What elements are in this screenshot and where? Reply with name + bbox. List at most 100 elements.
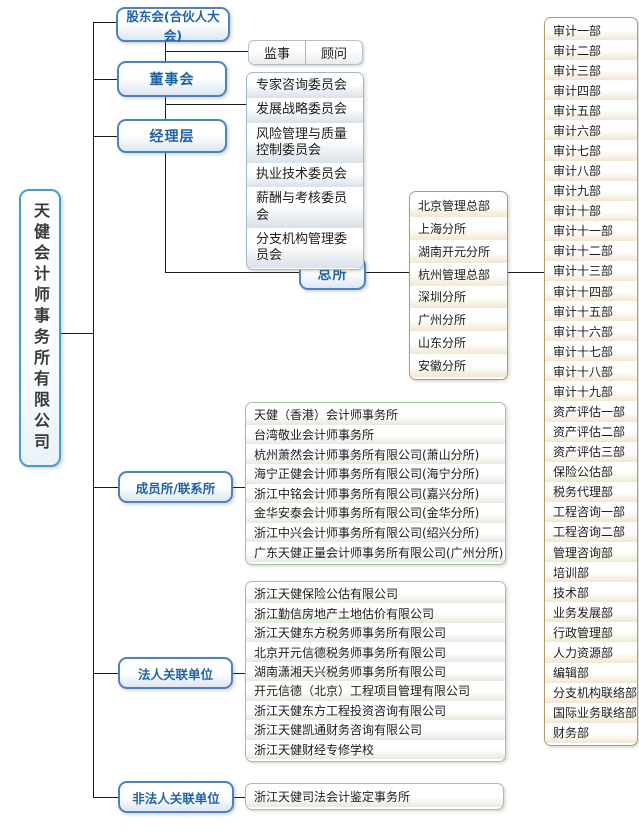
legal-affiliate-item: 浙江天健保险公估有限公司 (246, 584, 505, 604)
company-root-node: 天健会计师事务所有限公司 (19, 189, 61, 467)
committee-item: 分支机构管理委员会 (247, 227, 363, 269)
legal-affiliates-node: 法人关联单位 (118, 657, 233, 689)
department-item: 业务发展部 (545, 602, 637, 623)
department-item: 工程咨询二部 (545, 521, 637, 543)
department-item: 资产评估一部 (545, 401, 637, 422)
department-item: 审计十部 (545, 200, 637, 221)
head-office-unit-item: 广州分所 (410, 308, 507, 332)
non-legal-affiliate-item: 浙江天健司法会计鉴定事务所 (246, 786, 503, 807)
department-item: 审计十二部 (545, 240, 637, 261)
department-item: 审计三部 (545, 60, 637, 81)
department-item: 审计十三部 (545, 260, 637, 282)
department-item: 财务部 (545, 722, 637, 743)
legal-affiliate-item: 浙江天健东方税务师事务所有限公司 (246, 622, 505, 643)
department-item: 编辑部 (545, 662, 637, 683)
connector-shareholders (93, 22, 117, 23)
department-item: 人力资源部 (545, 642, 637, 663)
department-item: 审计八部 (545, 160, 637, 181)
shareholders-label: 股东会(合伙人大会) (126, 8, 220, 43)
department-item: 审计六部 (545, 120, 637, 141)
head-office-unit-item: 深圳分所 (410, 285, 507, 309)
department-item: 审计四部 (545, 80, 637, 101)
legal-affiliate-item: 北京开元信德税务师事务所有限公司 (246, 642, 505, 662)
head-office-unit-item: 山东分所 (410, 331, 507, 355)
connector-board-mgmt (165, 97, 166, 120)
legal-affiliate-item: 开元信德（北京）工程项目管理有限公司 (246, 681, 505, 701)
department-item: 审计十八部 (545, 361, 637, 382)
member-firm-item: 浙江中铭会计师事务所有限公司(嘉兴分所) (246, 483, 505, 504)
committee-item: 风险管理与质量控制委员会 (247, 122, 363, 163)
member-firm-item: 海宁正健会计师事务所有限公司(海宁分所) (246, 463, 505, 484)
board-node: 董事会 (117, 61, 227, 97)
member-firms-label: 成员所/联系所 (135, 480, 216, 496)
non-legal-affiliates-label: 非法人关联单位 (132, 790, 220, 806)
department-item: 审计十四部 (545, 281, 637, 302)
department-item: 审计九部 (545, 180, 637, 201)
connector-units-departments (508, 272, 544, 273)
non-legal-affiliates-node: 非法人关联单位 (118, 781, 234, 813)
department-item: 保险公估部 (545, 461, 637, 482)
management-label: 经理层 (149, 129, 195, 145)
member-firms-node: 成员所/联系所 (118, 471, 233, 503)
supervisors-strip: 监事顾问 (248, 40, 363, 65)
committee-item: 发展战略委员会 (247, 98, 363, 123)
head-office-unit-item: 湖南开元分所 (410, 239, 507, 263)
legal-affiliate-item: 浙江天健财经专修学校 (246, 739, 505, 759)
supervisor-cell: 顾问 (305, 41, 362, 64)
head-office-unit-item: 安徽分所 (410, 354, 507, 377)
legal-affiliate-item: 浙江勤信房地产土地估价有限公司 (246, 603, 505, 623)
department-item: 管理咨询部 (545, 542, 637, 563)
connector-nonlegal-list (234, 797, 245, 798)
department-item: 技术部 (545, 582, 637, 603)
department-item: 行政管理部 (545, 622, 637, 643)
department-item: 审计十九部 (545, 381, 637, 402)
departments-list: 审计一部审计二部审计三部审计四部审计五部审计六部审计七部审计八部审计九部审计十部… (544, 17, 638, 746)
connector-supervisors (165, 51, 248, 52)
department-item: 审计一部 (545, 20, 637, 41)
department-item: 审计十五部 (545, 301, 637, 322)
department-item: 审计十七部 (545, 341, 637, 362)
head-office-label: 总所 (317, 266, 348, 283)
department-item: 审计十一部 (545, 220, 637, 241)
connector-member-firms (93, 487, 119, 488)
connector-management (93, 136, 118, 137)
shareholders-node: 股东会(合伙人大会) (116, 7, 230, 43)
connector-nonlegal (93, 797, 119, 798)
member-firm-item: 天健（香港）会计师事务所 (246, 405, 505, 425)
member-firm-item: 浙江中兴会计师事务所有限公司(绍兴分所) (246, 522, 505, 543)
head-office-unit-item: 杭州管理总部 (410, 262, 507, 286)
department-item: 审计二部 (545, 40, 637, 61)
board-label: 董事会 (149, 72, 195, 88)
committee-item: 执业技术委员会 (247, 163, 363, 188)
connector-legal-list (233, 673, 245, 674)
head-office-unit-item: 北京管理总部 (410, 194, 507, 217)
supervisor-cell: 监事 (263, 47, 290, 62)
connector-legal (93, 673, 119, 674)
connector-share-board (165, 42, 166, 62)
member-firm-item: 杭州萧然会计师事务所有限公司(萧山分所) (246, 444, 505, 464)
department-item: 资产评估二部 (545, 421, 637, 442)
committees-list: 专家咨询委员会发展战略委员会风险管理与质量控制委员会执业技术委员会薪酬与考核委员… (246, 72, 364, 271)
connector-trunk (93, 22, 94, 798)
legal-affiliate-item: 湖南潇湘天兴税务师事务所有限公司 (246, 661, 505, 682)
committee-item: 专家咨询委员会 (247, 74, 363, 99)
member-firm-item: 金华安泰会计师事务所有限公司(金华分所) (246, 503, 505, 523)
connector-committees (165, 104, 246, 105)
department-item: 审计五部 (545, 100, 637, 121)
member-firm-item: 广东天健正量会计师事务所有限公司(广州分所) (246, 542, 505, 562)
department-item: 培训部 (545, 562, 637, 583)
committee-item: 薪酬与考核委员会 (247, 187, 363, 228)
department-item: 分支机构联络部 (545, 682, 637, 703)
department-item: 国际业务联络部 (545, 702, 637, 723)
connector-mgmt-headoffice (165, 153, 166, 273)
connector-board (93, 79, 118, 80)
legal-affiliates-list: 浙江天健保险公估有限公司浙江勤信房地产土地估价有限公司浙江天健东方税务师事务所有… (245, 581, 506, 762)
legal-affiliates-label: 法人关联单位 (137, 666, 213, 682)
member-firms-list: 天健（香港）会计师事务所台湾敬业会计师事务所杭州萧然会计师事务所有限公司(萧山分… (245, 402, 506, 565)
department-item: 审计十六部 (545, 321, 637, 342)
department-item: 资产评估三部 (545, 441, 637, 462)
member-firm-item: 台湾敬业会计师事务所 (246, 424, 505, 445)
head-office-unit-item: 上海分所 (410, 216, 507, 240)
management-node: 经理层 (117, 119, 227, 153)
